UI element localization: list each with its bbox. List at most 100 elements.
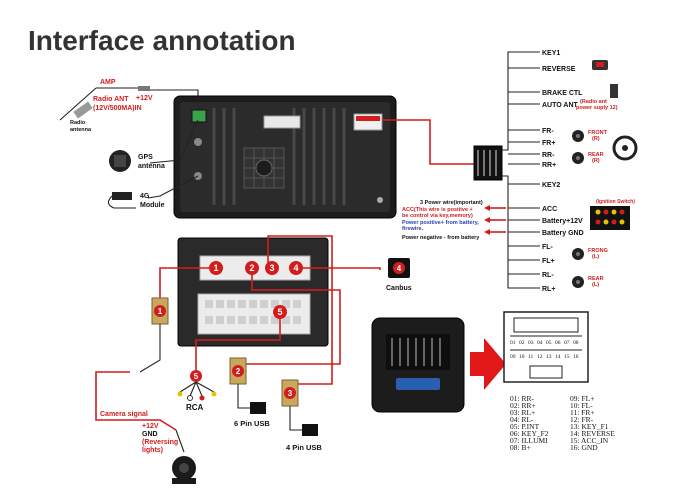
pinout-diagram: 01 02 03 04 05 06 07 08 09 10 11 12 13 1… [503,311,589,383]
brake-icon [610,84,618,98]
camera-signal-label: Camera signal [100,411,148,418]
amp-label: AMP [100,79,116,86]
svg-text:2: 2 [236,367,241,376]
radio-ant-spec-label: (12V/500MA)IN [93,105,142,112]
pin-legend-item: 01: RR- [510,394,534,403]
camera-12v-label: +12V [142,423,159,430]
rear-right-label-2: (R) [592,158,600,164]
pin-legend-item: 10: FL- [570,401,593,410]
svg-text:5: 5 [277,307,282,317]
pin-number: 11 [528,354,534,360]
auto-ant-label: AUTO ANT [542,102,579,109]
power-wire-notes: 3 Power wire(important) ACC(This wire is… [402,200,483,241]
usb-4pin-label: 4 Pin USB [286,443,322,452]
auto-ant-note-1: (Radio ant [580,99,607,105]
svg-text:1: 1 [213,263,218,273]
pin-number: 13 [546,354,552,360]
gps-label-2: antenna [138,163,165,170]
usb-6pin-label: 6 Pin USB [234,419,270,428]
front-left-label-1: FRONG [588,248,608,254]
pin-number: 04 [537,340,543,346]
page-title: Interface annotation [28,25,296,56]
gps-label-1: GPS [138,154,153,161]
port-badge-4: 4 [289,261,303,275]
rr-minus-label: RR- [542,152,555,159]
pin-legend-item: 03: RL+ [510,408,535,417]
pin-number: 01 [510,340,516,346]
steering-wheel-icon [612,135,638,161]
svg-text:3: 3 [269,263,274,273]
pin-number: 08 [573,340,579,346]
iso-connector-photo [371,317,465,413]
port-badge-3: 3 [265,261,279,275]
rl-plus-label: RL+ [542,286,555,293]
rear-right-label-1: REAR [588,152,604,158]
4g-label-2: Module [140,202,165,209]
camera-icon [172,429,196,484]
radio-ant-label: Radio ANT [93,96,129,103]
port-badge-5: 5 [273,305,287,319]
pin-number: 03 [528,340,534,346]
pinout-top-numbers: 01 02 03 04 05 06 07 08 [510,340,579,346]
fl-minus-label: FL- [542,244,554,251]
reversing-label-1: (Reversing [142,439,178,446]
pin-legend-item: 12: FR- [570,415,594,424]
pin-number: 10 [519,354,525,360]
svg-text:3: 3 [288,389,293,398]
main-harness [382,51,540,289]
gps-antenna-icon [109,150,131,172]
battery-icon [590,206,630,230]
front-right-label-2: (R) [592,136,600,142]
usb-4pin-connector: 3 [281,379,318,436]
canbus-icon: 4 [388,258,410,278]
battery-gnd-label: Battery GND [542,230,584,237]
svg-text:1: 1 [158,307,163,316]
battery-12v-label: Battery+12V [542,218,583,225]
pin-legend-item: 06: KEY_F2 [510,429,549,438]
reverse-camera-icon [592,60,608,70]
port-badge-1: 1 [209,261,223,275]
pin-number: 06 [555,340,561,346]
reverse-label: REVERSE [542,66,576,73]
acc-label: ACC [542,206,557,213]
canbus-label: Canbus [386,285,412,292]
pin-legend-col-2: 09: FL+ 10: FL- 11: FR+ 12: FR- 13: KEY_… [570,394,615,452]
fr-plus-label: FR+ [542,140,555,147]
rear-port-panel [177,237,329,347]
acc-note-1: ACC(This wire is positive + [402,207,473,213]
pin-legend-item: 02: RR+ [510,401,536,410]
brake-label: BRAKE CTL [542,90,583,97]
front-left-label-2: (L) [592,254,599,260]
pinout-bottom-numbers: 09 10 11 12 13 14 15 16 [510,354,579,360]
rr-plus-label: RR+ [542,162,556,169]
4g-label-1: 4G [140,193,150,200]
key1-label: KEY1 [542,50,560,57]
rear-left-label-2: (L) [592,282,599,288]
pin-number: 12 [537,354,543,360]
pin-legend-item: 08: B+ [510,443,531,452]
pin-number: 02 [519,340,525,346]
battery-negative-note: Power negative - from battery [402,235,480,241]
radio-antenna-label-2: antenna [70,127,92,133]
svg-text:4: 4 [293,263,298,273]
pin-legend-item: 14: REVERSE [570,429,615,438]
arrow-to-pinout [470,338,506,390]
pin-legend-item: 09: FL+ [570,394,594,403]
pin-legend-item: 04: RL- [510,415,534,424]
camera-gnd-label: GND [142,431,158,438]
auto-ant-note-2: power suply 12) [576,105,618,111]
port-routing [95,235,381,431]
pin-legend-col-1: 01: RR- 02: RR+ 03: RL+ 04: RL- 05: P.IN… [510,394,549,452]
rca-label: RCA [186,403,204,412]
4g-module-icon [107,192,136,209]
acc-note-2: be control via key,memory) [402,213,473,219]
pin-legend-item: 05: P.INT [510,422,540,431]
pin-legend-item: 11: FR+ [570,408,595,417]
speaker-front-left-icon [572,248,584,260]
pin-legend-item: 15: ACC_IN [570,436,609,445]
speaker-front-right-icon [572,130,584,142]
fl-plus-label: FL+ [542,258,555,265]
pin-number: 05 [546,340,552,346]
pin-number: 09 [510,354,516,360]
